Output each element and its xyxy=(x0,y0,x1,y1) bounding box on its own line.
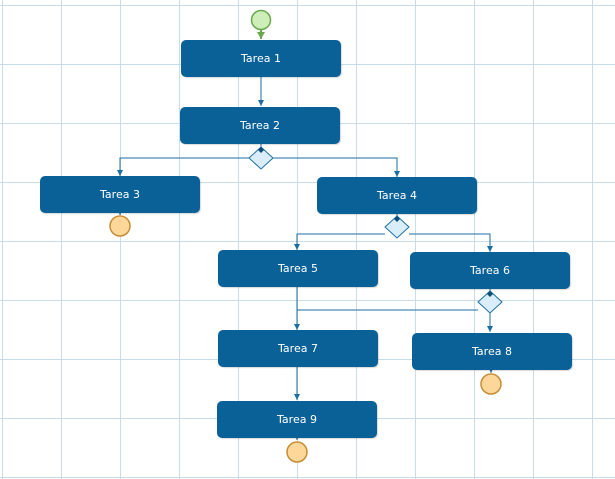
flow-gateway-2-to-tarea-5[interactable] xyxy=(294,233,385,250)
task-label: Tarea 6 xyxy=(470,264,510,277)
gateway-2[interactable] xyxy=(384,215,410,239)
task-label: Tarea 9 xyxy=(277,413,317,426)
task-tarea-3[interactable]: Tarea 3 xyxy=(40,176,200,213)
flow-gateway-2-to-tarea-6[interactable] xyxy=(409,233,493,252)
task-label: Tarea 5 xyxy=(278,262,318,275)
end-event-tarea-8[interactable] xyxy=(480,373,502,395)
end-event-tarea-9[interactable] xyxy=(286,441,308,463)
task-tarea-6[interactable]: Tarea 6 xyxy=(410,252,570,289)
start-event[interactable] xyxy=(250,9,272,31)
task-tarea-1[interactable]: Tarea 1 xyxy=(181,40,341,77)
task-label: Tarea 7 xyxy=(278,342,318,355)
task-tarea-4[interactable]: Tarea 4 xyxy=(317,177,477,214)
task-tarea-9[interactable]: Tarea 9 xyxy=(217,401,377,438)
task-tarea-5[interactable]: Tarea 5 xyxy=(218,250,378,287)
task-tarea-2[interactable]: Tarea 2 xyxy=(180,107,340,144)
gateway-3[interactable] xyxy=(477,290,503,314)
flow-gateway-1-to-tarea-3[interactable] xyxy=(117,157,249,176)
flow-gateway-1-to-tarea-4[interactable] xyxy=(273,157,400,177)
task-label: Tarea 3 xyxy=(100,188,140,201)
task-label: Tarea 1 xyxy=(241,52,281,65)
task-tarea-7[interactable]: Tarea 7 xyxy=(218,330,378,367)
gateway-1[interactable] xyxy=(248,146,274,170)
task-label: Tarea 4 xyxy=(377,189,417,202)
end-event-tarea-3[interactable] xyxy=(109,215,131,237)
task-label: Tarea 2 xyxy=(240,119,280,132)
task-label: Tarea 8 xyxy=(472,345,512,358)
task-tarea-8[interactable]: Tarea 8 xyxy=(412,333,572,370)
